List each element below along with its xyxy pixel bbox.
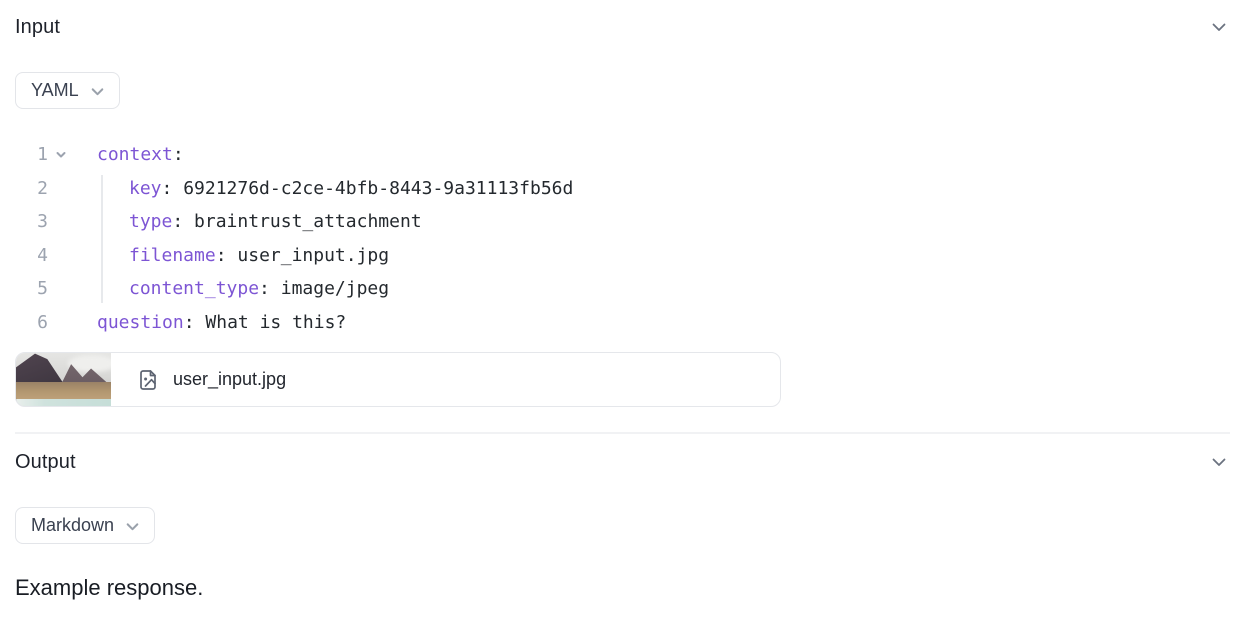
trace-detail-panel: Input YAML 1 context: 2 key: 6921276d-c2… — [15, 14, 1230, 600]
image-file-icon — [140, 369, 156, 390]
yaml-key: type — [129, 211, 173, 233]
output-section-header[interactable]: Output — [15, 449, 1230, 475]
code-line: 1 context: — [15, 138, 1230, 172]
yaml-value: braintrust_attachment — [194, 211, 422, 233]
input-section-header[interactable]: Input — [15, 14, 1230, 40]
yaml-value: What is this? — [205, 311, 347, 333]
indent-guide — [101, 175, 103, 303]
fold-chevron-icon[interactable] — [48, 148, 74, 162]
output-format-dropdown[interactable]: Markdown — [15, 507, 156, 544]
input-section-title: Input — [15, 15, 60, 38]
yaml-code-viewer[interactable]: 1 context: 2 key: 6921276d-c2ce-4bfb-844… — [15, 138, 1230, 339]
output-section-title: Output — [15, 450, 76, 473]
yaml-key: question — [97, 311, 184, 333]
attachment-thumbnail[interactable] — [16, 353, 111, 406]
yaml-key: key — [129, 177, 162, 199]
line-number: 4 — [37, 244, 48, 266]
yaml-key: content_type — [129, 278, 260, 300]
line-number: 6 — [37, 311, 48, 333]
code-line: 5 content_type: image/jpeg — [15, 272, 1230, 306]
yaml-key: filename — [129, 244, 216, 266]
attachment-file-label: user_input.jpg — [111, 368, 286, 392]
yaml-key: context — [97, 144, 173, 166]
yaml-sep: : — [215, 244, 238, 266]
output-response-text: Example response. — [15, 575, 204, 600]
section-divider — [15, 432, 1230, 434]
line-number: 5 — [37, 278, 48, 300]
chevron-down-icon — [126, 522, 139, 530]
line-number: 3 — [37, 211, 48, 233]
yaml-value: image/jpeg — [280, 278, 390, 300]
chevron-down-icon — [91, 87, 103, 95]
yaml-sep: : — [172, 211, 195, 233]
input-format-label: YAML — [31, 80, 79, 100]
input-collapse-chevron-icon[interactable] — [1208, 16, 1230, 38]
line-number: 1 — [37, 144, 48, 166]
yaml-sep: : — [259, 278, 281, 300]
thumbnail-plain — [16, 381, 111, 400]
code-line: 6 question: What is this? — [15, 306, 1230, 340]
attachment-card[interactable]: user_input.jpg — [15, 352, 781, 407]
input-format-dropdown[interactable]: YAML — [15, 72, 120, 109]
code-line: 4 filename: user_input.jpg — [15, 239, 1230, 273]
output-collapse-chevron-icon[interactable] — [1208, 451, 1230, 473]
yaml-value: user_input.jpg — [237, 244, 390, 266]
yaml-sep: : — [183, 311, 206, 333]
yaml-sep: : — [172, 144, 184, 166]
thumbnail-cloud — [68, 355, 111, 372]
line-number: 2 — [37, 177, 48, 199]
attachment-filename: user_input.jpg — [173, 369, 287, 389]
code-line: 3 type: braintrust_attachment — [15, 205, 1230, 239]
code-line: 2 key: 6921276d-c2ce-4bfb-8443-9a31113fb… — [15, 172, 1230, 206]
output-format-label: Markdown — [31, 515, 115, 535]
thumbnail-lake — [16, 398, 111, 406]
yaml-sep: : — [161, 177, 184, 199]
yaml-value: 6921276d-c2ce-4bfb-8443-9a31113fb56d — [183, 177, 574, 199]
